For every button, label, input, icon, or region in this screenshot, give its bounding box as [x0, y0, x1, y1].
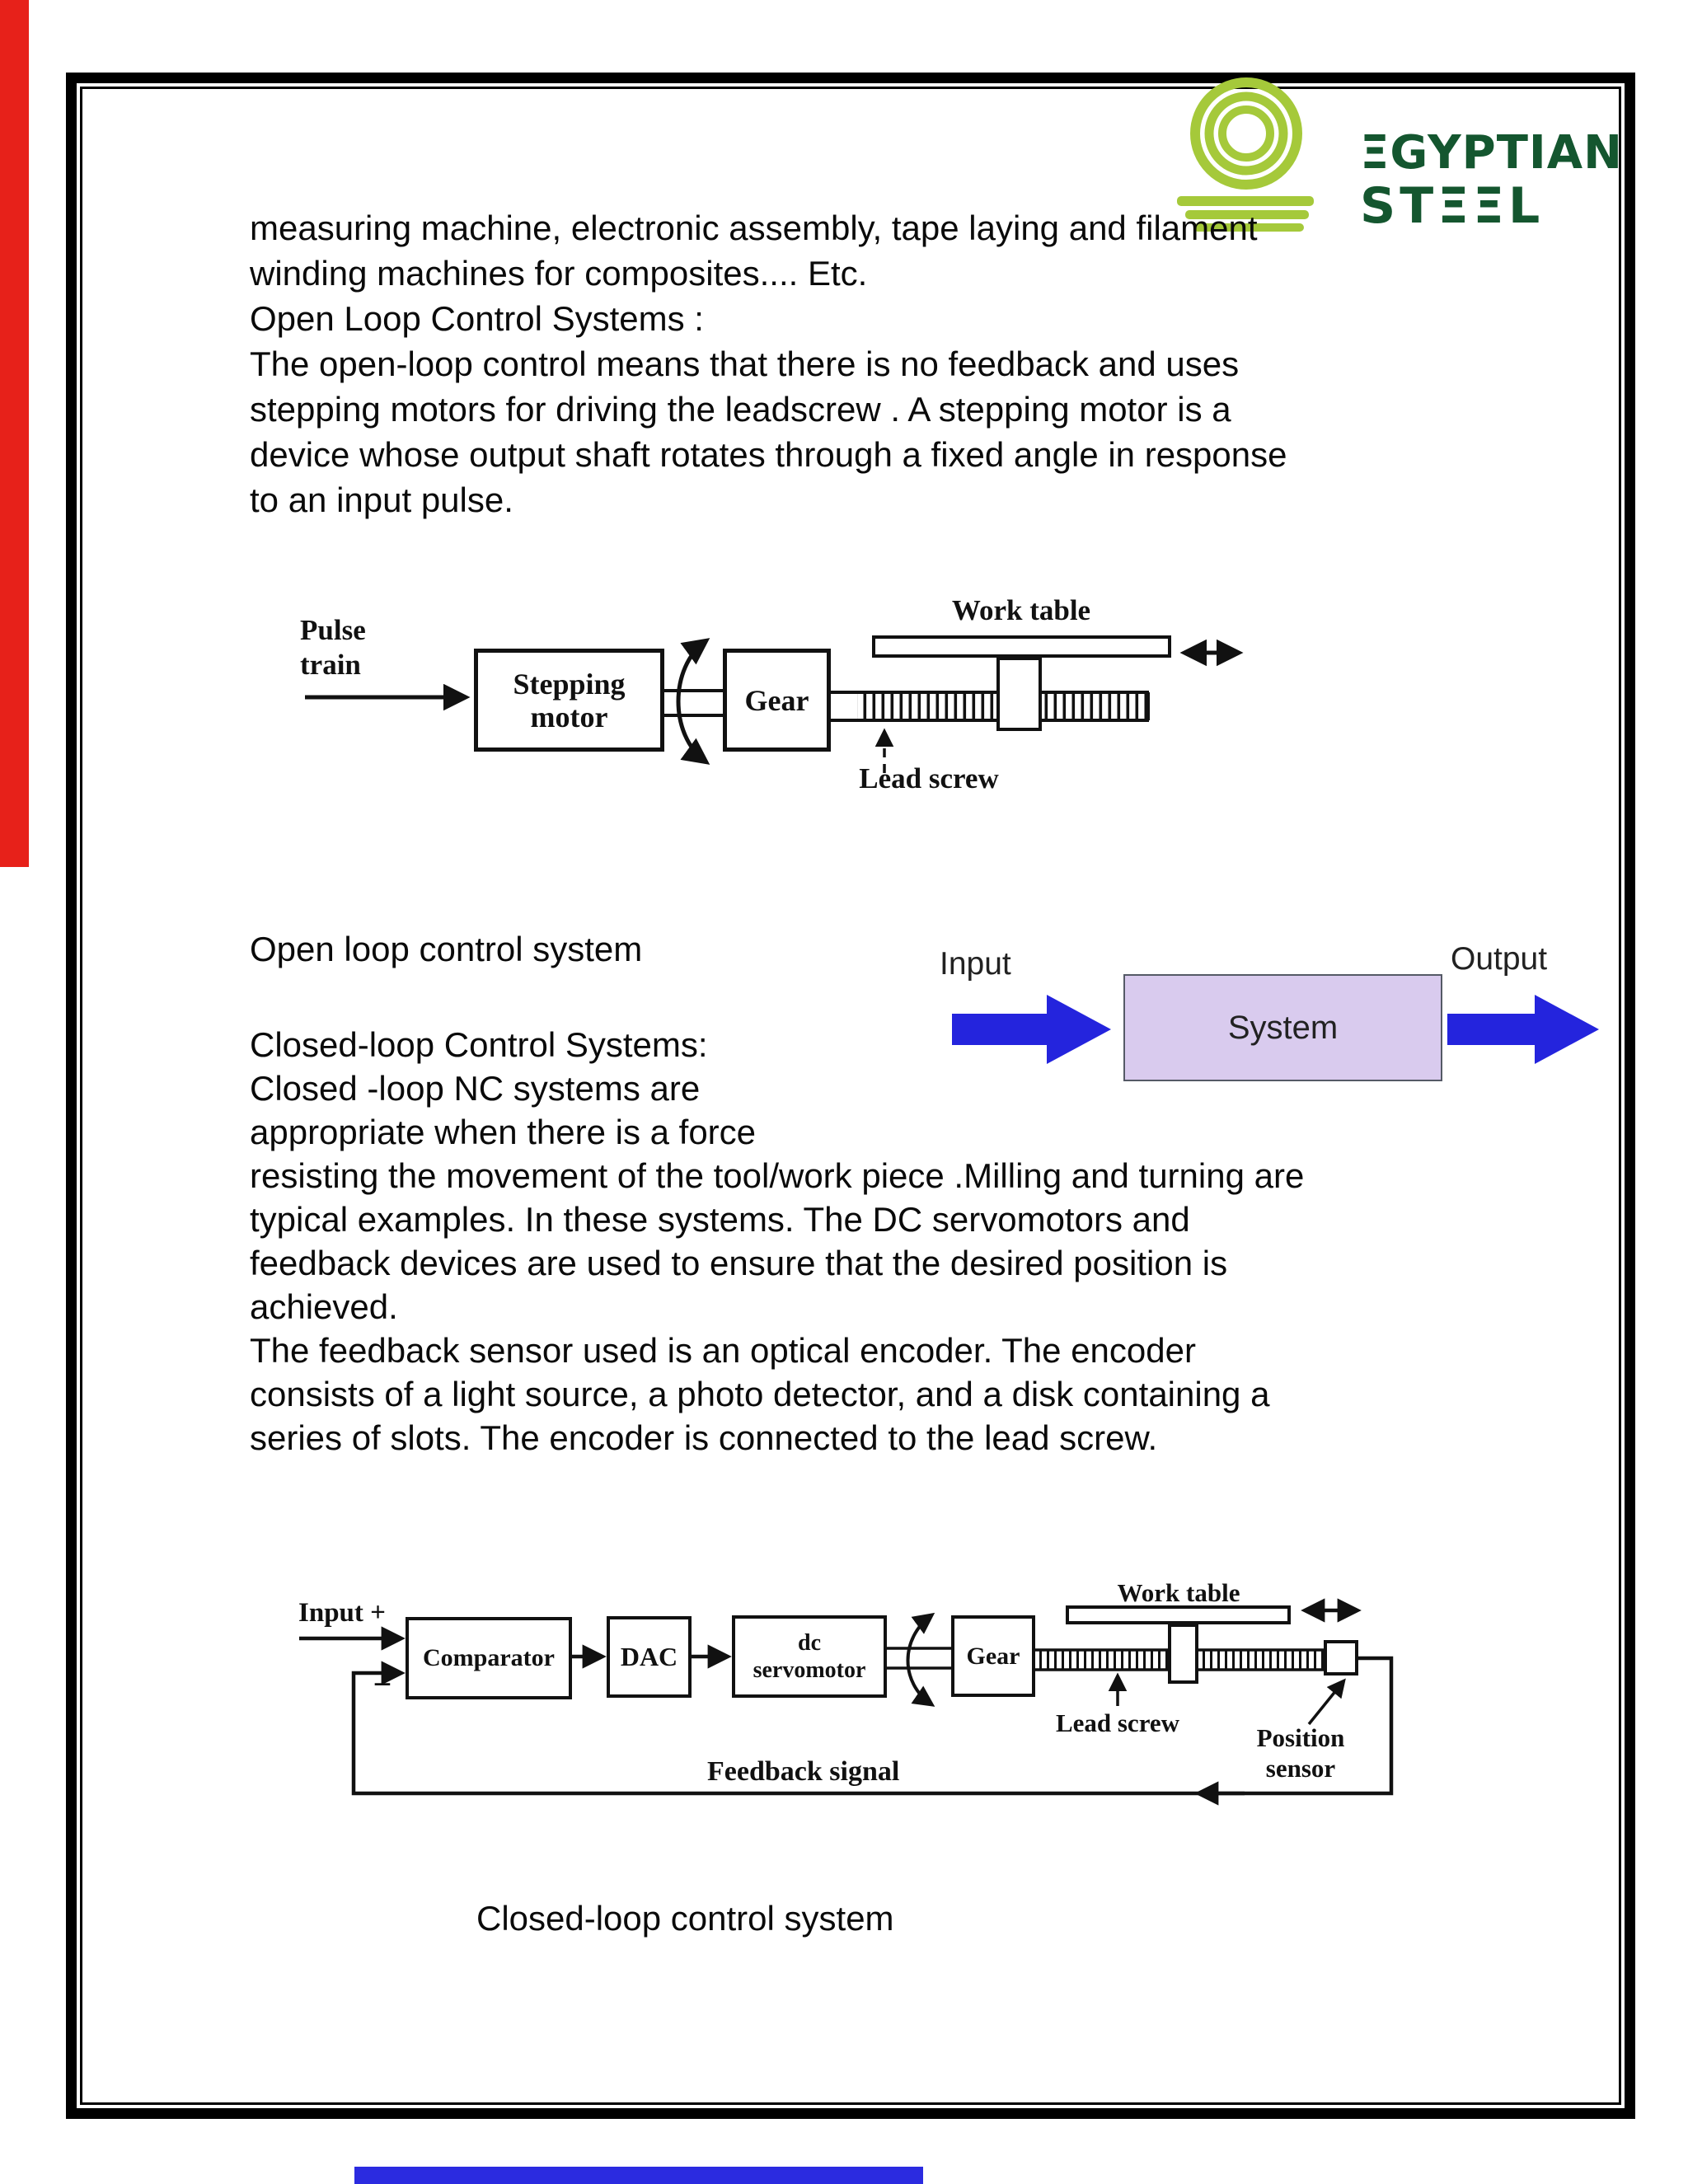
system-box-label: System [1227, 1009, 1339, 1046]
text-line: achieved. [250, 1287, 398, 1326]
lead-screw-label: Lead screw [859, 762, 999, 794]
dac-box: DAC [607, 1616, 692, 1698]
logo-line-egyptian: ΞGYPTIAN [1360, 126, 1623, 180]
servo-label-line1: dc [798, 1630, 821, 1656]
position-label-line1: Position [1256, 1723, 1345, 1752]
logo-line-steel: STΞΞL [1360, 177, 1545, 235]
text-line: Closed -loop NC systems are [250, 1069, 701, 1108]
text-line: device whose output shaft rotates throug… [250, 435, 1287, 474]
system-box: System [1123, 974, 1442, 1081]
text-line: stepping motors for driving the leadscre… [250, 390, 1231, 429]
text-line: series of slots. The encoder is connecte… [250, 1418, 1158, 1457]
gear-box-closed: Gear [951, 1615, 1035, 1697]
pulse-label-line1: Pulse [300, 614, 366, 646]
work-table-bar [872, 635, 1171, 658]
dac-label: DAC [620, 1642, 678, 1671]
feedback-signal-label: Feedback signal [707, 1756, 900, 1787]
position-sensor-box [1324, 1640, 1358, 1675]
work-table-label: Work table [951, 594, 1091, 626]
gear-box: Gear [723, 649, 831, 752]
comparator-label: Comparator [423, 1644, 555, 1671]
text-line: feedback devices are used to ensure that… [250, 1244, 1228, 1282]
text-line: appropriate when there is a force [250, 1113, 757, 1151]
position-label-line2: sensor [1265, 1754, 1336, 1783]
system-block-diagram: Input Output System [907, 931, 1632, 1096]
work-table-bar-closed [1066, 1605, 1291, 1624]
work-table-label-closed: Work table [1117, 1578, 1240, 1607]
gear-label: Gear [744, 683, 809, 717]
stepping-motor-label-line1: Stepping [513, 667, 626, 701]
egyptian-steel-logo: ΞGYPTIAN STΞΞL [1170, 74, 1632, 268]
input-arrow [952, 995, 1111, 1064]
text-line: consists of a light source, a photo dete… [250, 1375, 1270, 1413]
text-line: The open-loop control means that there i… [250, 344, 1240, 383]
closed-loop-caption: Closed-loop control system [476, 1899, 894, 1938]
text-line-heading: Closed-loop Control Systems: [250, 1025, 708, 1064]
bottom-blue-strip [354, 2167, 923, 2184]
table-nut-block [996, 657, 1042, 731]
open-loop-caption: Open loop control system [250, 930, 643, 968]
comparator-box: Comparator [406, 1617, 572, 1699]
closed-loop-diagram: Input + − Comparator DAC dc servomotor G… [280, 1566, 1418, 1821]
dc-servomotor-box: dc servomotor [732, 1615, 887, 1698]
position-sensor-label: Position sensor [1226, 1722, 1375, 1783]
table-nut-block-closed [1168, 1624, 1198, 1684]
page-border-frame [66, 73, 1635, 2119]
input-plus-label: Input + [298, 1598, 386, 1628]
logo-wordmark: ΞGYPTIAN STΞΞL [1360, 126, 1623, 235]
open-loop-diagram: Pulse train Stepping motor Gear Work tab… [280, 577, 1257, 824]
steel-coil-icon [1177, 77, 1314, 232]
text-line-heading: Open Loop Control Systems : [250, 299, 704, 338]
text-line: typical examples. In these systems. The … [250, 1200, 1190, 1239]
text-line: winding machines for composites.... Etc. [250, 254, 868, 293]
pulse-train-label: Pulse train [300, 613, 366, 682]
left-red-strip [0, 0, 29, 867]
text-line: to an input pulse. [250, 480, 513, 519]
page-border-inner-line [80, 87, 1621, 2105]
stepping-motor-label-line2: motor [530, 700, 608, 733]
pulse-label-line2: train [300, 649, 361, 681]
output-arrow [1447, 995, 1599, 1064]
minus-sign-label: − [373, 1666, 392, 1703]
gear-label-closed: Gear [966, 1642, 1020, 1670]
servo-label-line2: servomotor [753, 1657, 866, 1683]
lead-screw-label-closed: Lead screw [1055, 1708, 1180, 1737]
text-line: The feedback sensor used is an optical e… [250, 1331, 1196, 1370]
system-input-label: Input [940, 946, 1011, 982]
stepping-motor-box: Stepping motor [474, 649, 664, 752]
text-line: measuring machine, electronic assembly, … [250, 209, 1258, 247]
text-line: resisting the movement of the tool/work … [250, 1156, 1305, 1195]
system-output-label: Output [1451, 941, 1548, 977]
